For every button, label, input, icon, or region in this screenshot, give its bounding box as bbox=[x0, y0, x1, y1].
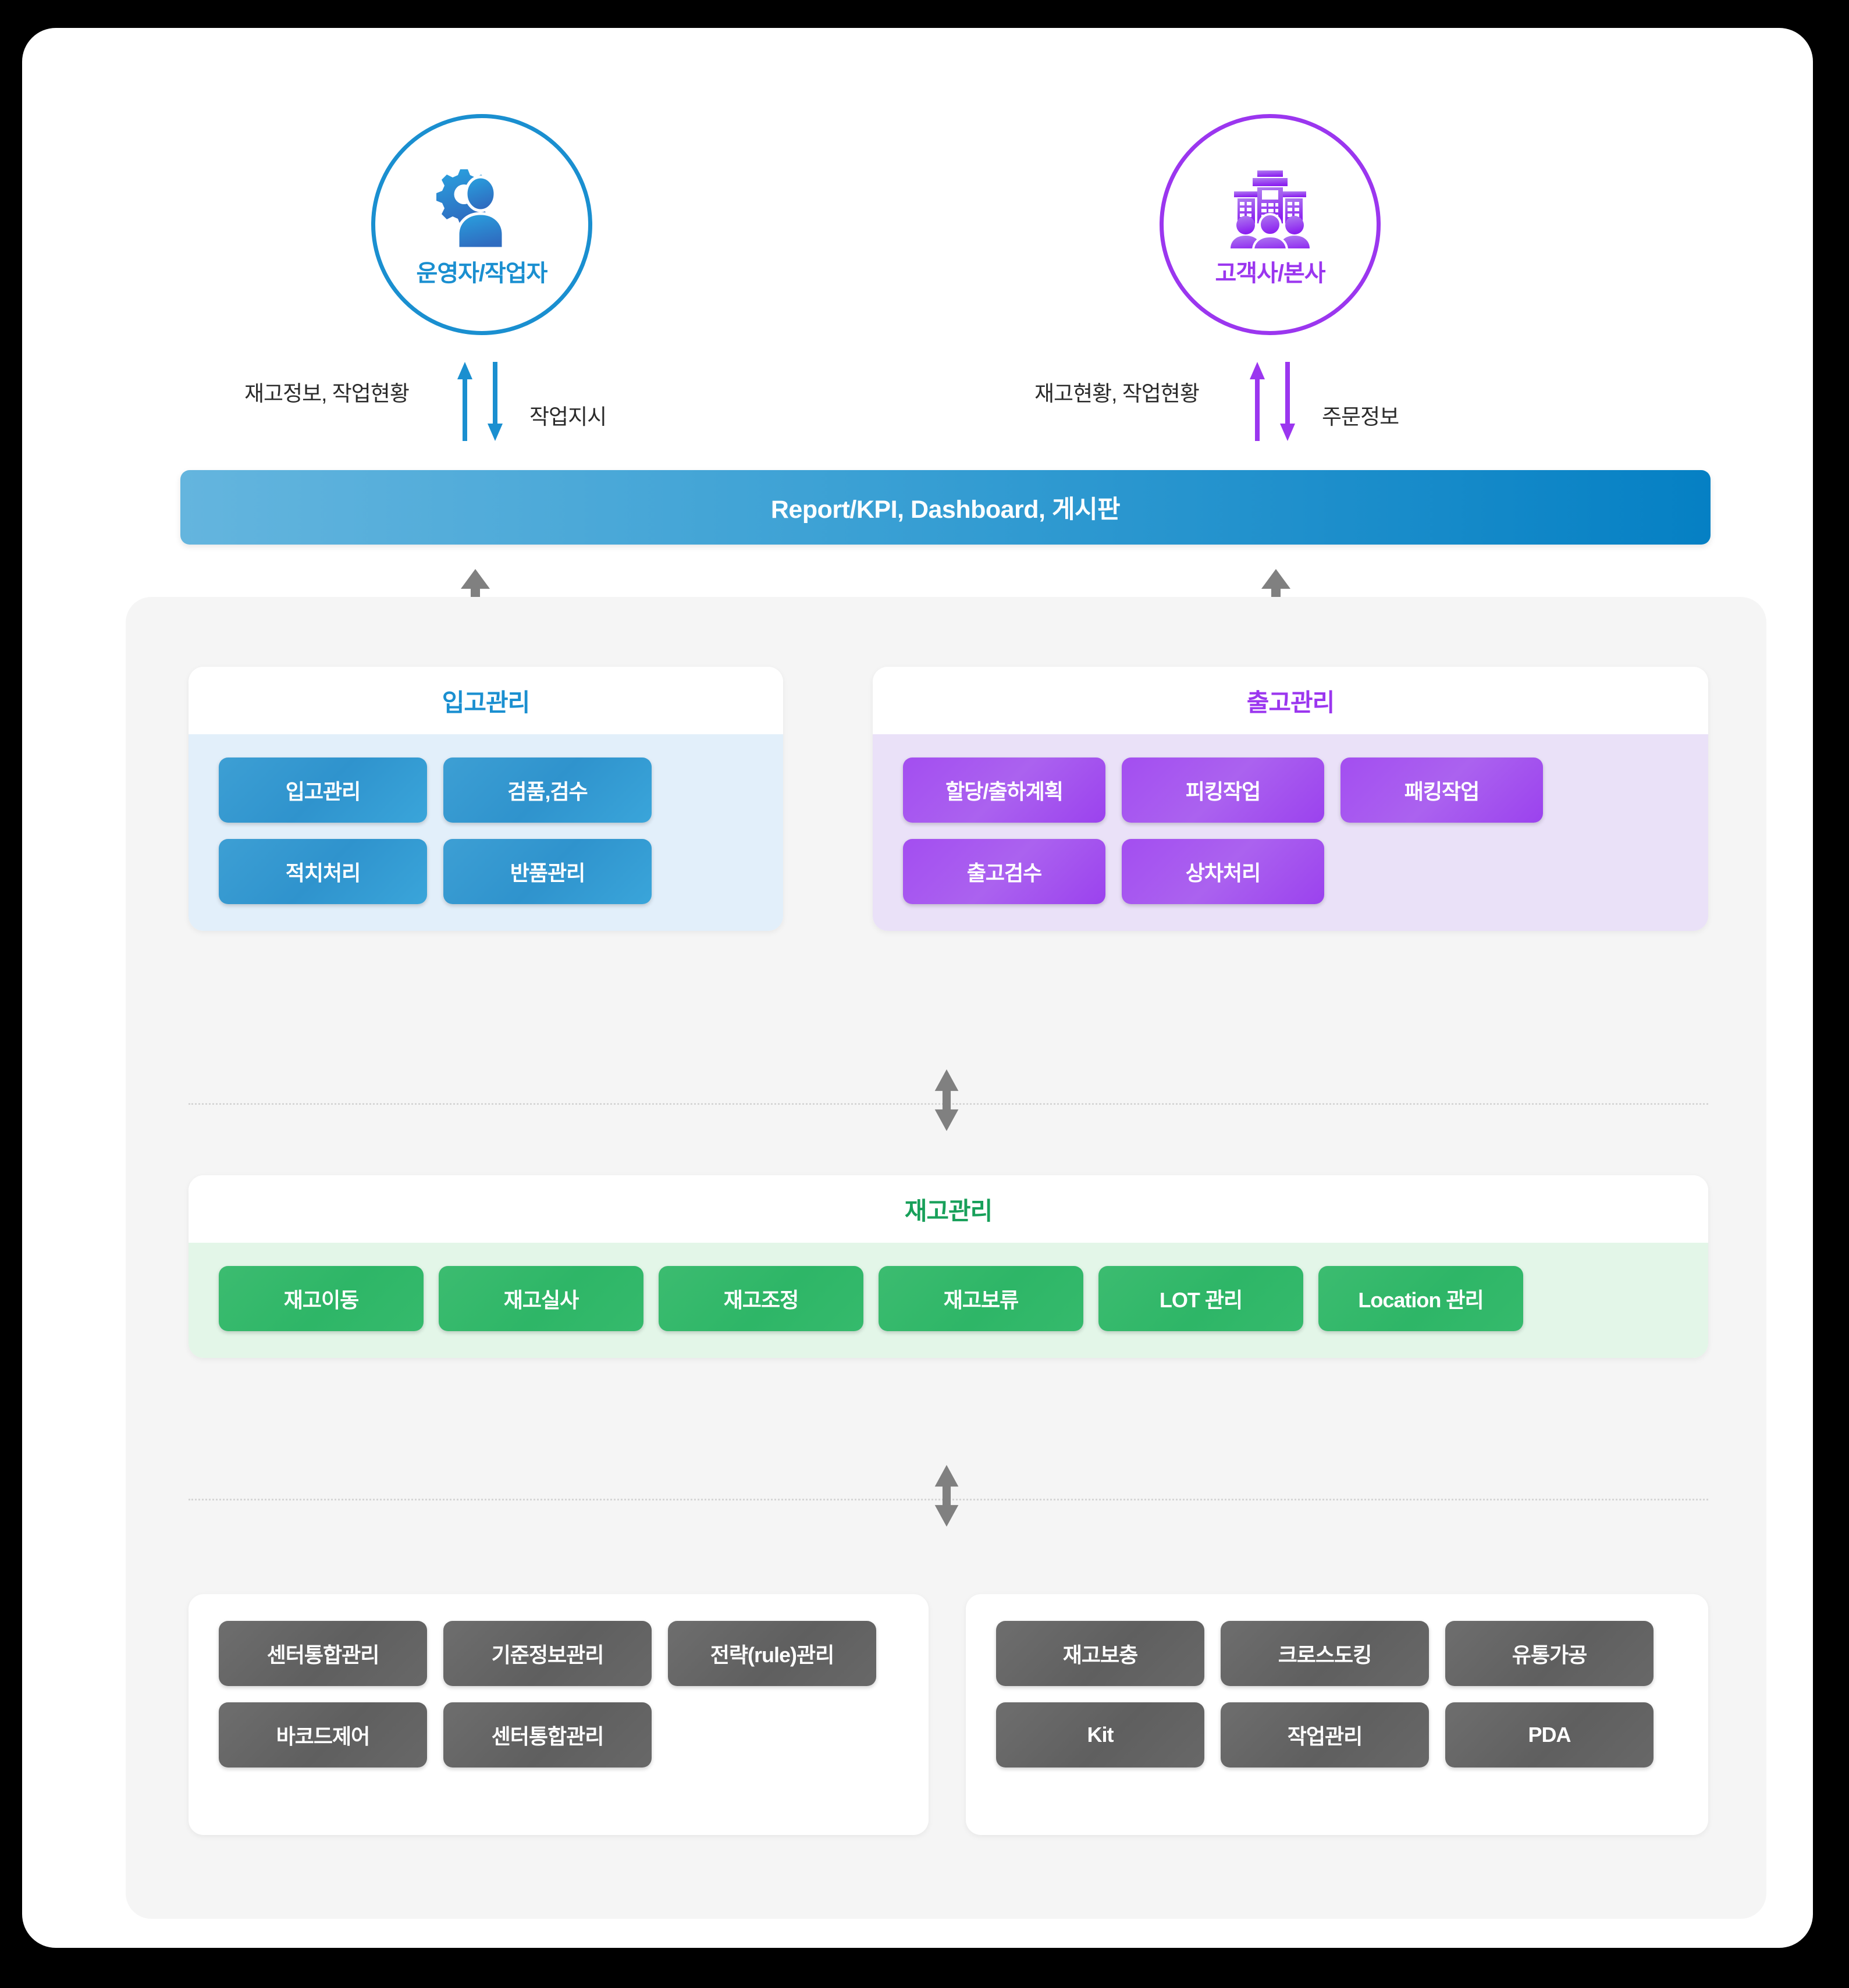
chip-outbound-0[interactable]: 할당/출하계획 bbox=[903, 757, 1105, 823]
chip-inbound-0[interactable]: 입고관리 bbox=[219, 757, 427, 823]
chip-ops-5[interactable]: PDA bbox=[1445, 1702, 1654, 1767]
chip-stock-2[interactable]: 재고조정 bbox=[659, 1266, 863, 1331]
chip-common-3[interactable]: 바코드제어 bbox=[219, 1702, 427, 1767]
chip-inbound-1[interactable]: 검품,검수 bbox=[443, 757, 652, 823]
chip-ops-0[interactable]: 재고보충 bbox=[996, 1621, 1204, 1686]
section-operations[interactable]: 재고보충 크로스도킹 유통가공 Kit 작업관리 PDA bbox=[966, 1594, 1708, 1835]
section-operations-body: 재고보충 크로스도킹 유통가공 Kit 작업관리 PDA bbox=[966, 1594, 1708, 1794]
arrow-up-customer bbox=[1250, 362, 1265, 441]
chip-inbound-2[interactable]: 적치처리 bbox=[219, 839, 427, 904]
customer-down-label: 주문정보 bbox=[1322, 405, 1399, 429]
actor-customer-label: 고객사/본사 bbox=[1215, 261, 1325, 286]
chip-ops-2[interactable]: 유통가공 bbox=[1445, 1621, 1654, 1686]
report-banner-label: Report/KPI, Dashboard, 게시판 bbox=[770, 496, 1121, 524]
building-people-icon bbox=[1221, 161, 1320, 248]
chip-outbound-4[interactable]: 상차처리 bbox=[1122, 839, 1324, 904]
chip-ops-1[interactable]: 크로스도킹 bbox=[1221, 1621, 1429, 1686]
customer-up-label: 재고현황, 작업현황 bbox=[1034, 382, 1200, 406]
actor-customer[interactable]: 고객사/본사 bbox=[1160, 114, 1381, 335]
chip-outbound-1[interactable]: 피킹작업 bbox=[1122, 757, 1324, 823]
chip-outbound-3[interactable]: 출고검수 bbox=[903, 839, 1105, 904]
section-common[interactable]: 센터통합관리 기준정보관리 전략(rule)관리 바코드제어 센터통합관리 bbox=[189, 1594, 929, 1835]
chip-common-4[interactable]: 센터통합관리 bbox=[443, 1702, 652, 1767]
arrow-down-customer bbox=[1280, 362, 1295, 441]
chip-stock-1[interactable]: 재고실사 bbox=[439, 1266, 643, 1331]
gear-user-icon bbox=[432, 161, 531, 248]
section-outbound-title: 출고관리 bbox=[873, 667, 1708, 734]
chip-outbound-2[interactable]: 패킹작업 bbox=[1340, 757, 1543, 823]
chip-stock-3[interactable]: 재고보류 bbox=[879, 1266, 1083, 1331]
connector-stock-common bbox=[934, 1465, 959, 1527]
diagram-page: 운영자/작업자 bbox=[22, 28, 1813, 1948]
section-stock-title: 재고관리 bbox=[189, 1175, 1708, 1243]
section-outbound-body: 할당/출하계획 피킹작업 패킹작업 출고검수 상차처리 bbox=[873, 734, 1708, 931]
chip-inbound-3[interactable]: 반품관리 bbox=[443, 839, 652, 904]
section-inbound[interactable]: 입고관리 입고관리 검품,검수 적치처리 반품관리 bbox=[189, 667, 783, 931]
report-banner[interactable]: Report/KPI, Dashboard, 게시판 bbox=[180, 470, 1711, 545]
chip-ops-4[interactable]: 작업관리 bbox=[1221, 1702, 1429, 1767]
chip-common-1[interactable]: 기준정보관리 bbox=[443, 1621, 652, 1686]
chip-stock-5[interactable]: Location 관리 bbox=[1318, 1266, 1523, 1331]
section-inbound-title: 입고관리 bbox=[189, 667, 783, 734]
operator-down-label: 작업지시 bbox=[529, 405, 607, 429]
section-outbound[interactable]: 출고관리 할당/출하계획 피킹작업 패킹작업 출고검수 상차처리 bbox=[873, 667, 1708, 931]
chip-stock-4[interactable]: LOT 관리 bbox=[1098, 1266, 1303, 1331]
chip-common-2[interactable]: 전략(rule)관리 bbox=[668, 1621, 876, 1686]
operator-up-label: 재고정보, 작업현황 bbox=[244, 382, 410, 406]
actor-operator-label: 운영자/작업자 bbox=[416, 261, 548, 286]
chip-ops-3[interactable]: Kit bbox=[996, 1702, 1204, 1767]
chip-stock-0[interactable]: 재고이동 bbox=[219, 1266, 424, 1331]
section-inbound-body: 입고관리 검품,검수 적치처리 반품관리 bbox=[189, 734, 783, 931]
section-common-body: 센터통합관리 기준정보관리 전략(rule)관리 바코드제어 센터통합관리 bbox=[189, 1594, 929, 1794]
exchange-operator: 재고정보, 작업현황 작업지시 bbox=[214, 354, 621, 447]
actor-operator[interactable]: 운영자/작업자 bbox=[371, 114, 592, 335]
section-stock[interactable]: 재고관리 재고이동 재고실사 재고조정 재고보류 LOT 관리 Location… bbox=[189, 1175, 1708, 1358]
arrow-up-operator bbox=[457, 362, 472, 441]
arrow-down-operator bbox=[488, 362, 503, 441]
section-stock-body: 재고이동 재고실사 재고조정 재고보류 LOT 관리 Location 관리 bbox=[189, 1243, 1708, 1358]
exchange-customer: 재고현황, 작업현황 주문정보 bbox=[1011, 354, 1418, 447]
chip-common-0[interactable]: 센터통합관리 bbox=[219, 1621, 427, 1686]
connector-flow-stock bbox=[934, 1069, 959, 1131]
